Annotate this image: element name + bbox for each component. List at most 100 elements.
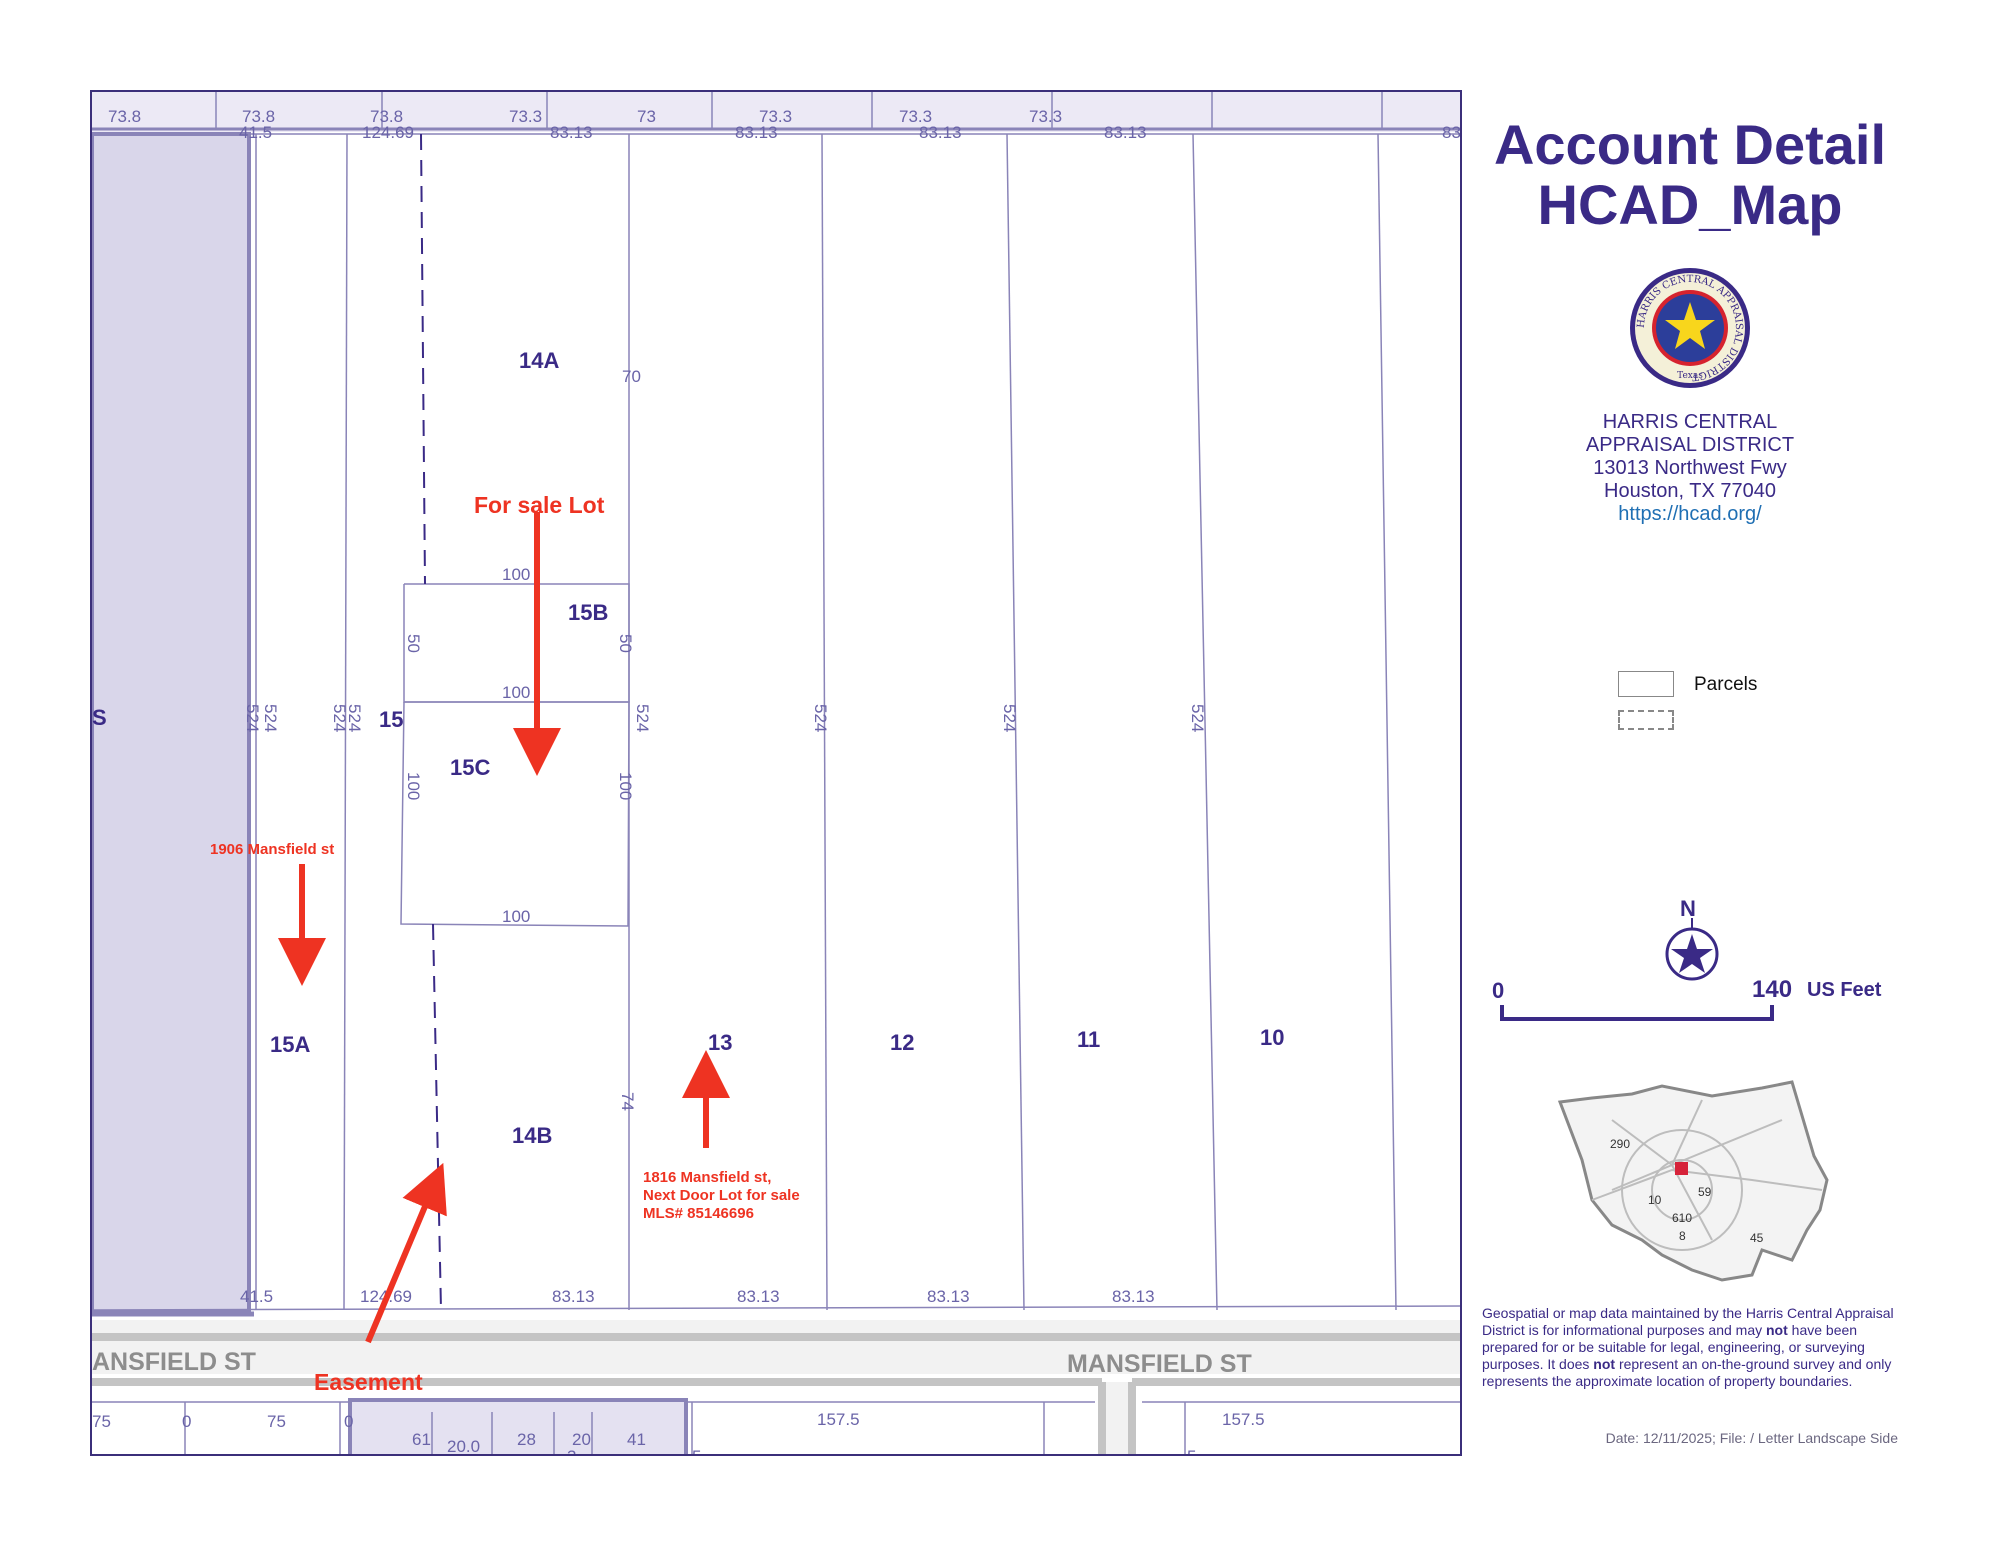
side-panel: Account Detail HCAD_Map HARRIS CENTRAL A… (1460, 90, 1916, 1456)
dim-frontage-label: 83.13 (735, 123, 778, 142)
dim-south-label: 75 (267, 1412, 286, 1431)
scale-start-label: 0 (1492, 978, 1505, 1003)
scale-bar (1500, 1005, 1774, 1021)
hcad-seal-icon: HARRIS CENTRAL APPRAISAL DISTRICT Texas (1630, 268, 1750, 388)
org-address2: Houston, TX 77040 (1604, 480, 1776, 502)
dim-top-label: 73.3 (899, 107, 932, 126)
dim-inner-label: 100 (404, 772, 423, 800)
dim-inner-label: 50 (404, 634, 423, 653)
legend-dashed-swatch (1618, 710, 1674, 730)
dim-depth-label: 524 (345, 704, 364, 732)
lot-label: 15A (270, 1032, 310, 1057)
lot-label: 15 (379, 707, 403, 732)
highway-shield-label: 610 (1672, 1211, 1692, 1225)
dim-inner-label: 100 (502, 683, 530, 702)
dim-inner-label: 100 (502, 907, 530, 926)
lot-label: 13 (708, 1030, 732, 1055)
county-outline (1557, 1080, 1829, 1282)
street-band (92, 1320, 1462, 1374)
dim-south-label: 41 (627, 1430, 646, 1449)
dim-depth-label: 524 (1188, 704, 1207, 732)
dim-depth-label: 524 (330, 704, 349, 732)
parcel-lines (92, 133, 1462, 1311)
dim-south-label: 5 (1187, 1447, 1196, 1456)
easement-line (420, 133, 442, 1311)
lot-label: 14A (519, 348, 559, 373)
lot-label: 11 (1077, 1027, 1100, 1052)
subject-location-marker (1675, 1162, 1688, 1175)
lot-label: 15C (450, 755, 490, 780)
easement-label: Easement (314, 1369, 423, 1395)
dim-depth-label: 524 (243, 704, 262, 732)
dim-depth-label: 524 (811, 704, 830, 732)
lot-label: 10 (1260, 1025, 1284, 1050)
north-label: N (1680, 896, 1696, 921)
dim-inner-label: 74 (618, 1092, 637, 1111)
street-label: MANSFIELD ST (1067, 1350, 1252, 1378)
seal-state-text: Texas (1677, 371, 1703, 381)
dim-south-label: 61 (412, 1430, 431, 1449)
dim-frontage-label: 83.13 (550, 123, 593, 142)
dim-frontage-label: 124.69 (362, 123, 414, 142)
dim-frontage-label: 83.13 (552, 1287, 595, 1306)
west-parcel (92, 132, 251, 1314)
dim-inner-label: 100 (616, 772, 635, 800)
dim-top-label: 73 (637, 107, 656, 126)
org-name-line1: HARRIS CENTRAL (1602, 411, 1778, 433)
org-url-link[interactable]: https://hcad.org/ (1618, 503, 1762, 525)
dim-top-label: 73.3 (759, 107, 792, 126)
date-file-line: Date: 12/11/2025; File: / Letter Landsca… (1605, 1430, 1898, 1446)
dim-inner-label: 70 (622, 367, 641, 386)
dim-south-label: 3 (567, 1447, 576, 1456)
lot-label: S (92, 705, 107, 730)
dim-frontage-label: 83.13 (927, 1287, 970, 1306)
dim-frontage-label: 41.5 (240, 1287, 273, 1306)
panel-title-line1: Account Detail (1493, 113, 1887, 176)
dim-south-label: 20 (572, 1430, 591, 1449)
north-block-lines (215, 92, 1383, 129)
south-highlight-parcel (348, 1398, 688, 1454)
dim-top-label: 73.8 (108, 107, 141, 126)
dim-south-label: 157.5 (1222, 1410, 1265, 1429)
dim-inner-label: 50 (616, 634, 635, 653)
lot-1906-label: 1906 Mansfield st (210, 841, 334, 858)
lot-label: 15B (568, 600, 608, 625)
for-sale-label: For sale Lot (474, 492, 605, 518)
dim-frontage-label: 41.5 (239, 123, 272, 142)
dim-south-label: 75 (92, 1412, 111, 1431)
org-address1: 13013 Northwest Fwy (1593, 457, 1787, 479)
panel-title-line2: HCAD_Map (1537, 173, 1843, 236)
highway-shield-label: 8 (1679, 1229, 1686, 1243)
dim-depth-label: 524 (1000, 704, 1019, 732)
dim-depth-label: 524 (633, 704, 652, 732)
dim-frontage-label: 83.13 (1112, 1287, 1155, 1306)
dim-frontage-label: 83.13 (1104, 123, 1147, 142)
highway-shield-label: 59 (1698, 1185, 1712, 1199)
dim-south-label: 28 (517, 1430, 536, 1449)
north-block-strip (92, 92, 1462, 132)
north-arrow-icon (1665, 918, 1719, 981)
lot-1816-label: 1816 Mansfield st, (643, 1169, 771, 1186)
dim-top-label: 73.3 (509, 107, 542, 126)
dim-top-label: 73.8 (370, 107, 403, 126)
lot-1816-label: Next Door Lot for sale (643, 1187, 800, 1204)
scale-unit-label: US Feet (1807, 979, 1882, 1001)
dim-south-label: 157.5 (817, 1410, 860, 1429)
dim-depth-label: 524 (261, 704, 280, 732)
dim-frontage-label: 83.13 (737, 1287, 780, 1306)
lot-label: 14B (512, 1123, 552, 1148)
annotation-arrows (278, 512, 730, 1344)
scale-end-label: 140 (1752, 976, 1793, 1003)
easement-arrow (365, 1162, 447, 1344)
street-label: ANSFIELD ST (92, 1348, 256, 1376)
dim-frontage-label: 83 (1442, 123, 1461, 142)
highway-shield-label: 290 (1610, 1137, 1630, 1151)
dim-inner-label: 100 (502, 565, 530, 584)
dim-frontage-label: 83.13 (919, 123, 962, 142)
dim-south-label: 0 (344, 1412, 353, 1431)
highway-shield-label: 45 (1750, 1231, 1764, 1245)
lot-label: 12 (890, 1030, 914, 1055)
dim-south-label: 20.0 (447, 1437, 480, 1456)
